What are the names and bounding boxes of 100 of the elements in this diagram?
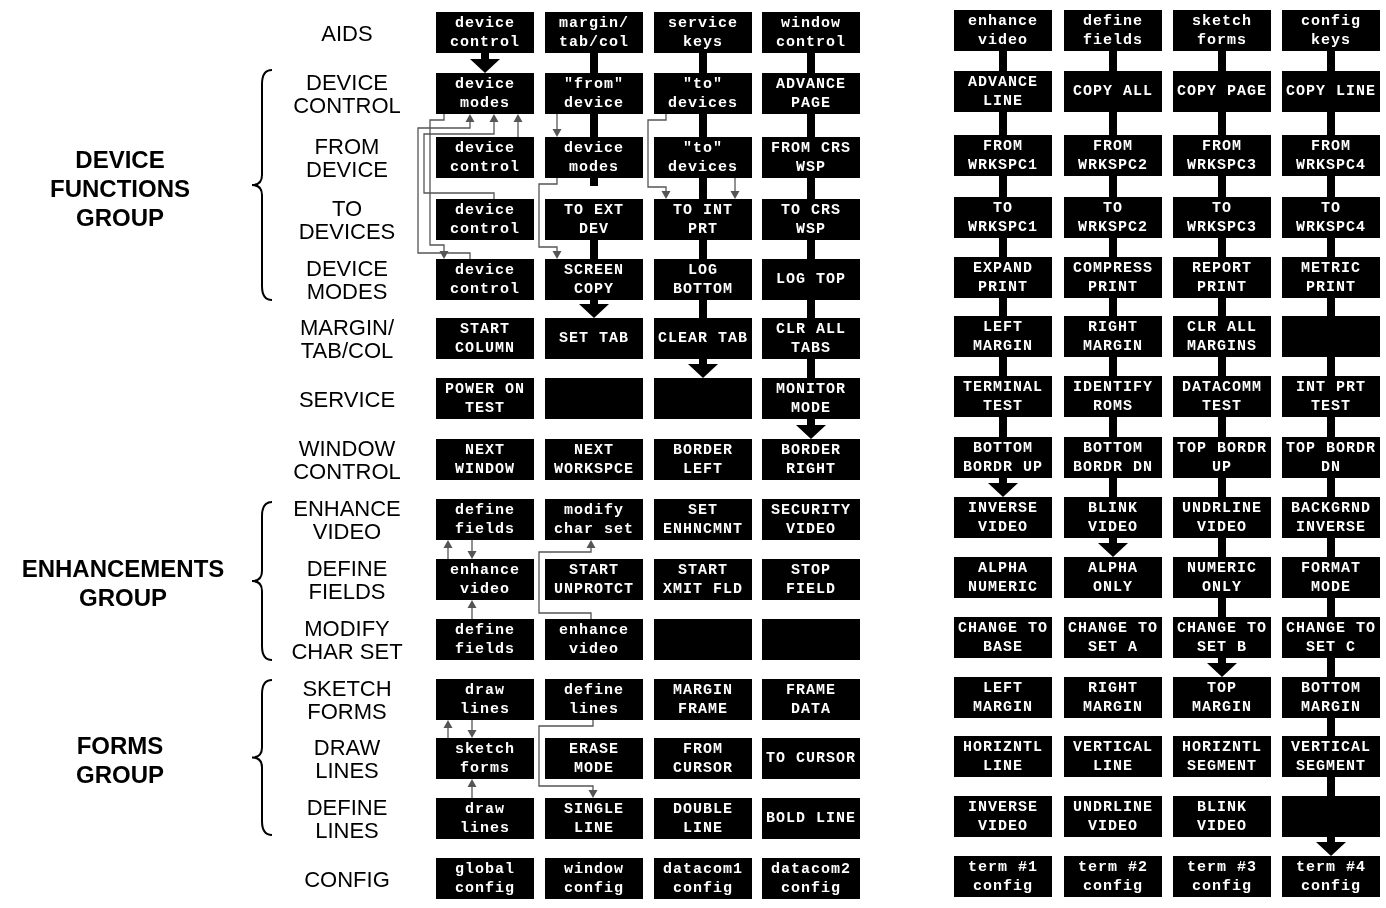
arrow: [417, 114, 475, 260]
function-key: device control: [436, 137, 534, 178]
row-label: SKETCH FORMS: [301, 676, 393, 723]
connector-line: [1109, 357, 1117, 376]
arrow: [552, 113, 562, 137]
connector-line: [1218, 417, 1226, 437]
function-key: MARGIN FRAME: [654, 679, 752, 720]
function-key: CLR ALL TABS: [762, 318, 860, 359]
connector-line: [1218, 51, 1226, 71]
function-key: START XMIT FLD: [654, 559, 752, 600]
function-key: NUMERIC ONLY: [1173, 557, 1271, 598]
function-key: ERASE MODE: [545, 738, 643, 779]
connector-line: [999, 51, 1007, 71]
connector-line: [1218, 298, 1226, 316]
connector-line: [999, 176, 1007, 197]
row-label: ENHANCE VIDEO: [292, 496, 402, 543]
function-key: COMPRESS PRINT: [1064, 257, 1162, 298]
function-key: window config: [545, 858, 643, 899]
function-key: TO INT PRT: [654, 199, 752, 240]
function-key: STOP FIELD: [762, 559, 860, 600]
connector-line: [1327, 112, 1335, 135]
function-key: TOP BORDR UP: [1173, 437, 1271, 478]
arrow: [538, 719, 598, 798]
function-key: TO WRKSPC2: [1064, 197, 1162, 238]
function-key: datacom1 config: [654, 858, 752, 899]
connector-line: [1109, 298, 1117, 316]
function-key: SINGLE LINE: [545, 798, 643, 839]
function-key: TO WRKSPC4: [1282, 197, 1380, 238]
connector-line: [699, 53, 707, 73]
arrow: [538, 177, 562, 259]
function-key: UNDRLINE VIDEO: [1173, 497, 1271, 538]
function-key: define lines: [545, 679, 643, 720]
function-key: TERMINAL TEST: [954, 376, 1052, 417]
connector-line: [1327, 357, 1335, 376]
function-key: INT PRT TEST: [1282, 376, 1380, 417]
connector-line: [999, 417, 1007, 437]
connector-line: [1327, 176, 1335, 197]
function-key: CHANGE TO BASE: [954, 617, 1052, 658]
function-key: FRAME DATA: [762, 679, 860, 720]
connector-line: [807, 178, 815, 199]
connector-line: [1327, 298, 1335, 316]
function-key: TO WRKSPC1: [954, 197, 1052, 238]
row-label: WINDOW CONTROL: [292, 436, 402, 483]
function-key: device modes: [545, 137, 643, 178]
function-key: SECURITY VIDEO: [762, 499, 860, 540]
function-key: FROM WRKSPC4: [1282, 135, 1380, 176]
connector-line: [699, 178, 707, 199]
arrow: [579, 300, 609, 318]
function-key: device modes: [436, 73, 534, 114]
function-key: BACKGRND INVERSE: [1282, 497, 1380, 538]
function-key: enhance video: [954, 10, 1052, 51]
function-key: sketch forms: [436, 738, 534, 779]
function-key: "to" devices: [654, 73, 752, 114]
connector-line: [1218, 538, 1226, 557]
function-key: CHANGE TO SET A: [1064, 617, 1162, 658]
connector-line: [1327, 538, 1335, 557]
function-key: "to" devices: [654, 137, 752, 178]
function-key: service keys: [654, 12, 752, 53]
function-key: CHANGE TO SET C: [1282, 617, 1380, 658]
arrow: [467, 600, 477, 620]
connector-line: [999, 238, 1007, 257]
arrow: [470, 53, 500, 73]
arrow: [1316, 837, 1346, 856]
function-key: BORDER LEFT: [654, 439, 752, 480]
function-key: define fields: [436, 619, 534, 660]
connector-line: [1218, 357, 1226, 376]
connector-line: [1109, 51, 1117, 71]
function-key: CHANGE TO SET B: [1173, 617, 1271, 658]
function-key: device control: [436, 199, 534, 240]
function-key: FROM WRKSPC1: [954, 135, 1052, 176]
function-key: BOTTOM MARGIN: [1282, 677, 1380, 718]
function-key: term #1 config: [954, 856, 1052, 897]
connector-line: [699, 300, 707, 318]
arrow: [467, 539, 477, 559]
row-label: DEFINE FIELDS: [305, 556, 389, 603]
function-key: ADVANCE PAGE: [762, 73, 860, 114]
function-key: define fields: [1064, 10, 1162, 51]
row-label: FROM DEVICE: [305, 134, 389, 181]
connector-line: [1327, 51, 1335, 71]
arrow: [988, 478, 1018, 497]
connector-line: [590, 240, 598, 259]
blank-key: [1282, 796, 1380, 837]
blank-key: [545, 378, 643, 419]
function-key: enhance video: [436, 559, 534, 600]
function-key: COPY LINE: [1282, 71, 1380, 112]
arrow: [513, 114, 523, 138]
connector-line: [807, 359, 815, 378]
function-key: NEXT WORKSPCE: [545, 439, 643, 480]
connector-line: [699, 114, 707, 137]
function-key: ALPHA NUMERIC: [954, 557, 1052, 598]
function-key: LOG BOTTOM: [654, 259, 752, 300]
function-key: INVERSE VIDEO: [954, 497, 1052, 538]
function-key: IDENTIFY ROMS: [1064, 376, 1162, 417]
arrow: [467, 719, 477, 738]
blank-key: [654, 619, 752, 660]
function-key: HORIZNTL SEGMENT: [1173, 736, 1271, 777]
function-key: global config: [436, 858, 534, 899]
function-key: LEFT MARGIN: [954, 316, 1052, 357]
arrow: [1098, 538, 1128, 557]
connector-line: [1327, 478, 1335, 497]
